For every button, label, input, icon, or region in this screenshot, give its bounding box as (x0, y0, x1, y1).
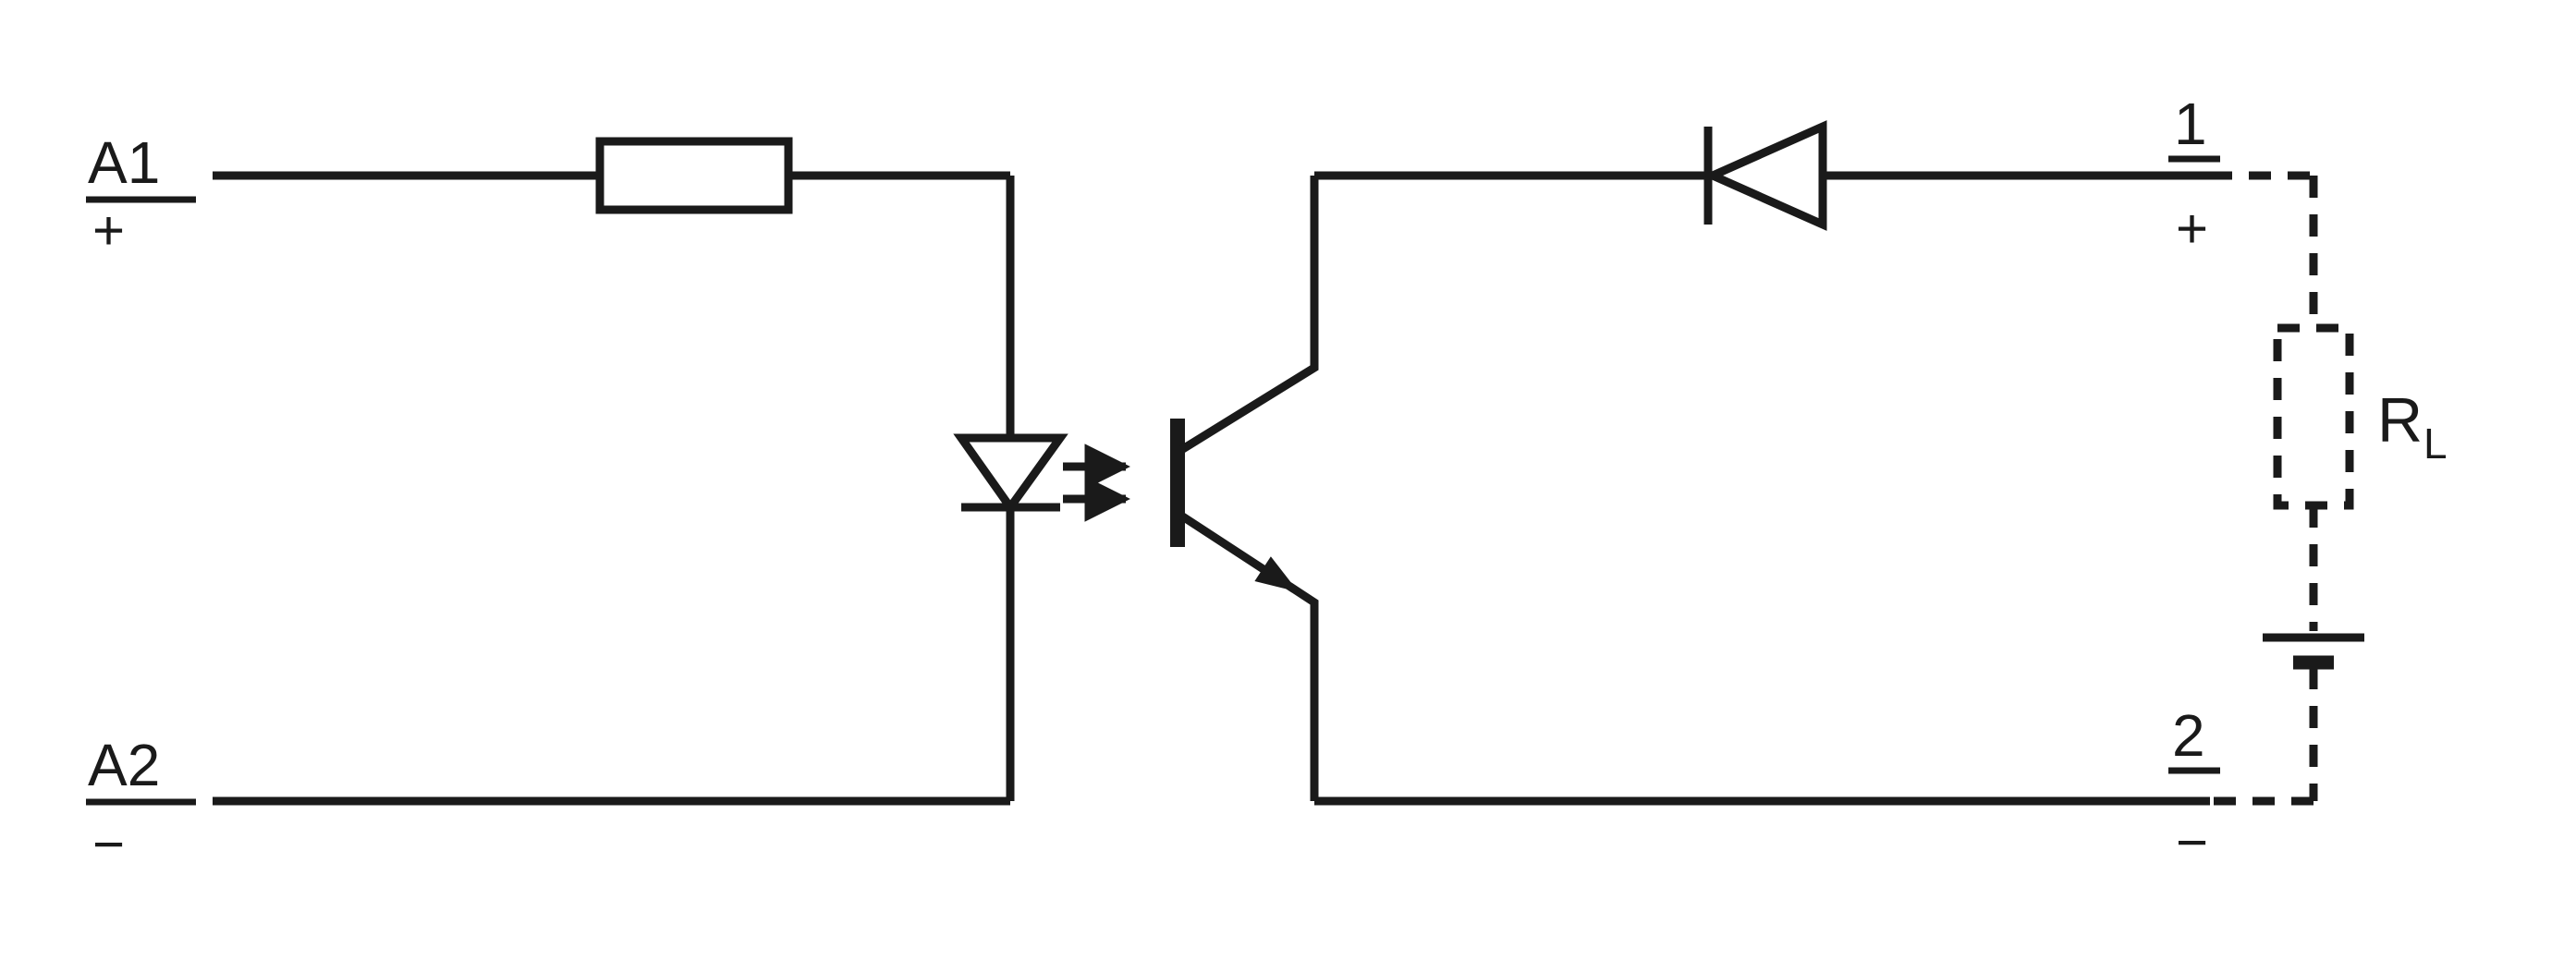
terminal-a1-polarity: + (92, 200, 125, 261)
wires (213, 171, 2210, 806)
terminal-a2-label: A2 (88, 732, 160, 798)
input-resistor-symbol (595, 137, 793, 214)
load-resistor-symbol (2273, 323, 2354, 510)
emitter-arrowhead (1254, 556, 1299, 592)
dashed-load-loop (2210, 171, 2354, 806)
terminal-a2-polarity: − (92, 813, 125, 875)
light-emission-arrows (1063, 444, 1130, 522)
led-symbol (953, 433, 1068, 515)
terminal-2-label: 2 (2172, 702, 2205, 769)
terminal-a1-label: A1 (88, 129, 160, 196)
transistor-collector (1178, 176, 1319, 454)
terminal-1-label: 1 (2174, 91, 2207, 157)
battery-symbol (2263, 633, 2364, 670)
load-resistor-label-subscript: L (2423, 419, 2448, 468)
terminal-1-polarity: + (2176, 198, 2208, 260)
blocking-diode-symbol (1702, 120, 1827, 231)
diode-triangle (1702, 120, 1827, 231)
transistor-emitter (1178, 512, 1319, 801)
phototransistor-symbol (1170, 176, 1319, 801)
terminal-labels: A1 + A2 − 1 + 2 − R L (86, 91, 2448, 875)
load-resistor-label: R (2377, 385, 2423, 456)
terminal-2-polarity: − (2176, 811, 2208, 873)
led-triangle (953, 433, 1068, 515)
